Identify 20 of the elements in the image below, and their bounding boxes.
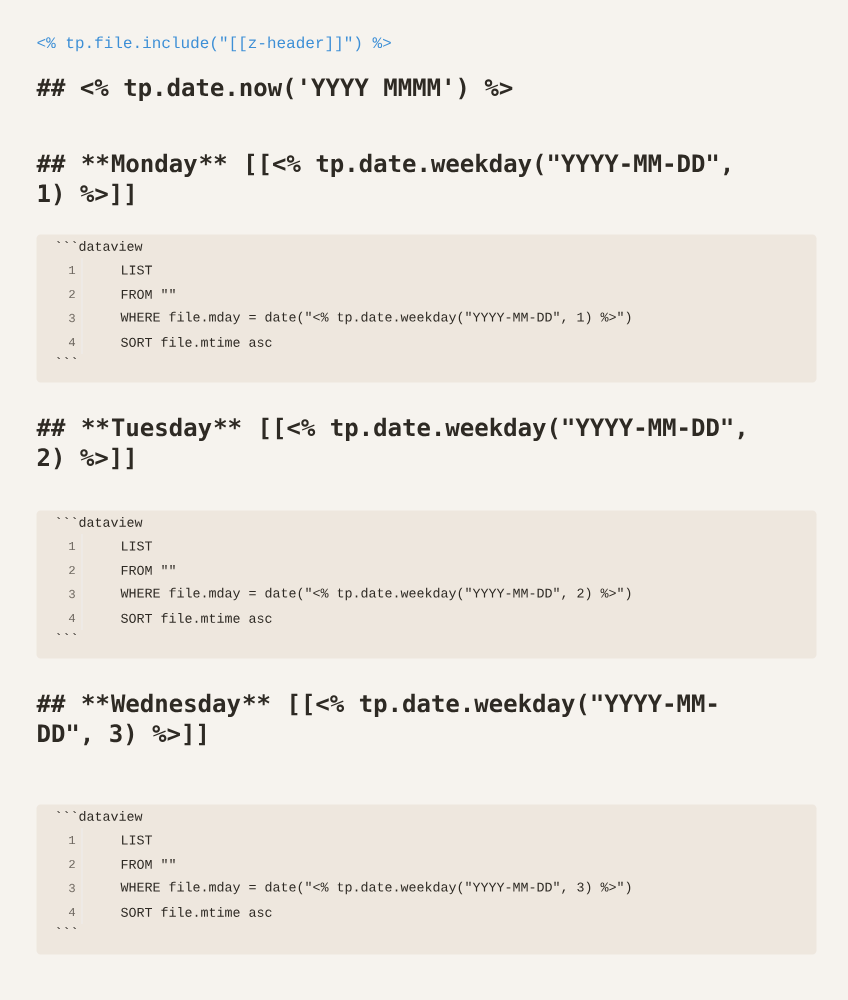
heading: ## <% tp.date.now('YYYY MMMM') %> xyxy=(36,77,513,101)
heading-token: ## xyxy=(36,418,66,436)
heading-token: DD", 3) %>]] xyxy=(38,723,205,746)
heading-token: ** xyxy=(200,154,227,166)
heading-token: [[<% tp.date.weekday("YYYY-MM- xyxy=(291,693,717,717)
heading-token: ** xyxy=(243,694,270,706)
heading-token: ** xyxy=(214,418,241,430)
heading-token: Tuesday xyxy=(111,417,212,441)
heading-token: ## xyxy=(36,694,66,712)
template-line: <% tp.file.include("[[z-header]]") %> xyxy=(37,36,391,52)
heading-token: 1) %>]] xyxy=(38,183,133,206)
heading-token: ** xyxy=(82,154,109,166)
heading-token: [[<% tp.date.weekday("YYYY-MM-DD", xyxy=(262,417,744,441)
heading-token: ** xyxy=(82,694,109,706)
heading-token: Monday xyxy=(111,153,197,177)
heading-token: Wednesday xyxy=(110,693,241,717)
heading-token: ## xyxy=(36,154,66,172)
heading-token: 2) %>]] xyxy=(37,447,133,470)
heading-token: [[<% tp.date.weekday("YYYY-MM-DD", xyxy=(248,153,729,177)
heading-token: ** xyxy=(82,418,109,430)
